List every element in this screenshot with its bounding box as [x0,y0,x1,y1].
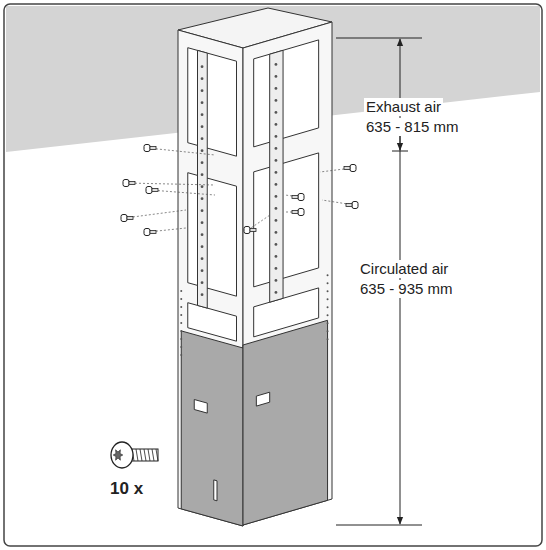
frame-opening [188,173,237,297]
frame-opening [188,48,237,157]
screw [144,145,156,152]
leader-line [148,148,215,155]
screw [292,194,304,201]
frame-opening [188,303,237,342]
screw [292,209,304,216]
border-frame [4,4,542,546]
dimension-label: 635 - 935 mm [358,280,455,298]
dimension-label: 635 - 815 mm [364,118,461,136]
screw [244,227,256,234]
screw [123,180,135,187]
leader-line [150,190,215,195]
slide-rail [270,50,283,302]
screw [146,187,158,194]
left-face [178,30,243,526]
slide-rail [198,50,208,308]
hole-row [180,63,328,356]
leader-line [125,210,186,218]
dimension-label: Exhaust air [364,98,443,116]
inner-duct [181,331,243,526]
chimney [178,8,332,526]
quantity-label: 10 x [108,480,145,498]
slot [214,480,217,501]
screw [144,229,156,236]
screws [121,145,358,236]
screw [121,215,133,222]
right-face [243,22,332,525]
screw [346,202,358,209]
leader-line [127,183,215,185]
dimension-label: Circulated air [358,260,450,278]
screw [344,165,356,172]
frame-opening [254,288,319,337]
leader-line [248,215,270,230]
grip-slot [256,392,269,406]
frame-opening [254,153,319,287]
leader-line [285,212,300,213]
frame-opening [254,40,319,147]
inner-duct [243,320,328,525]
screw-large [111,442,158,468]
grip-slot [194,400,207,414]
